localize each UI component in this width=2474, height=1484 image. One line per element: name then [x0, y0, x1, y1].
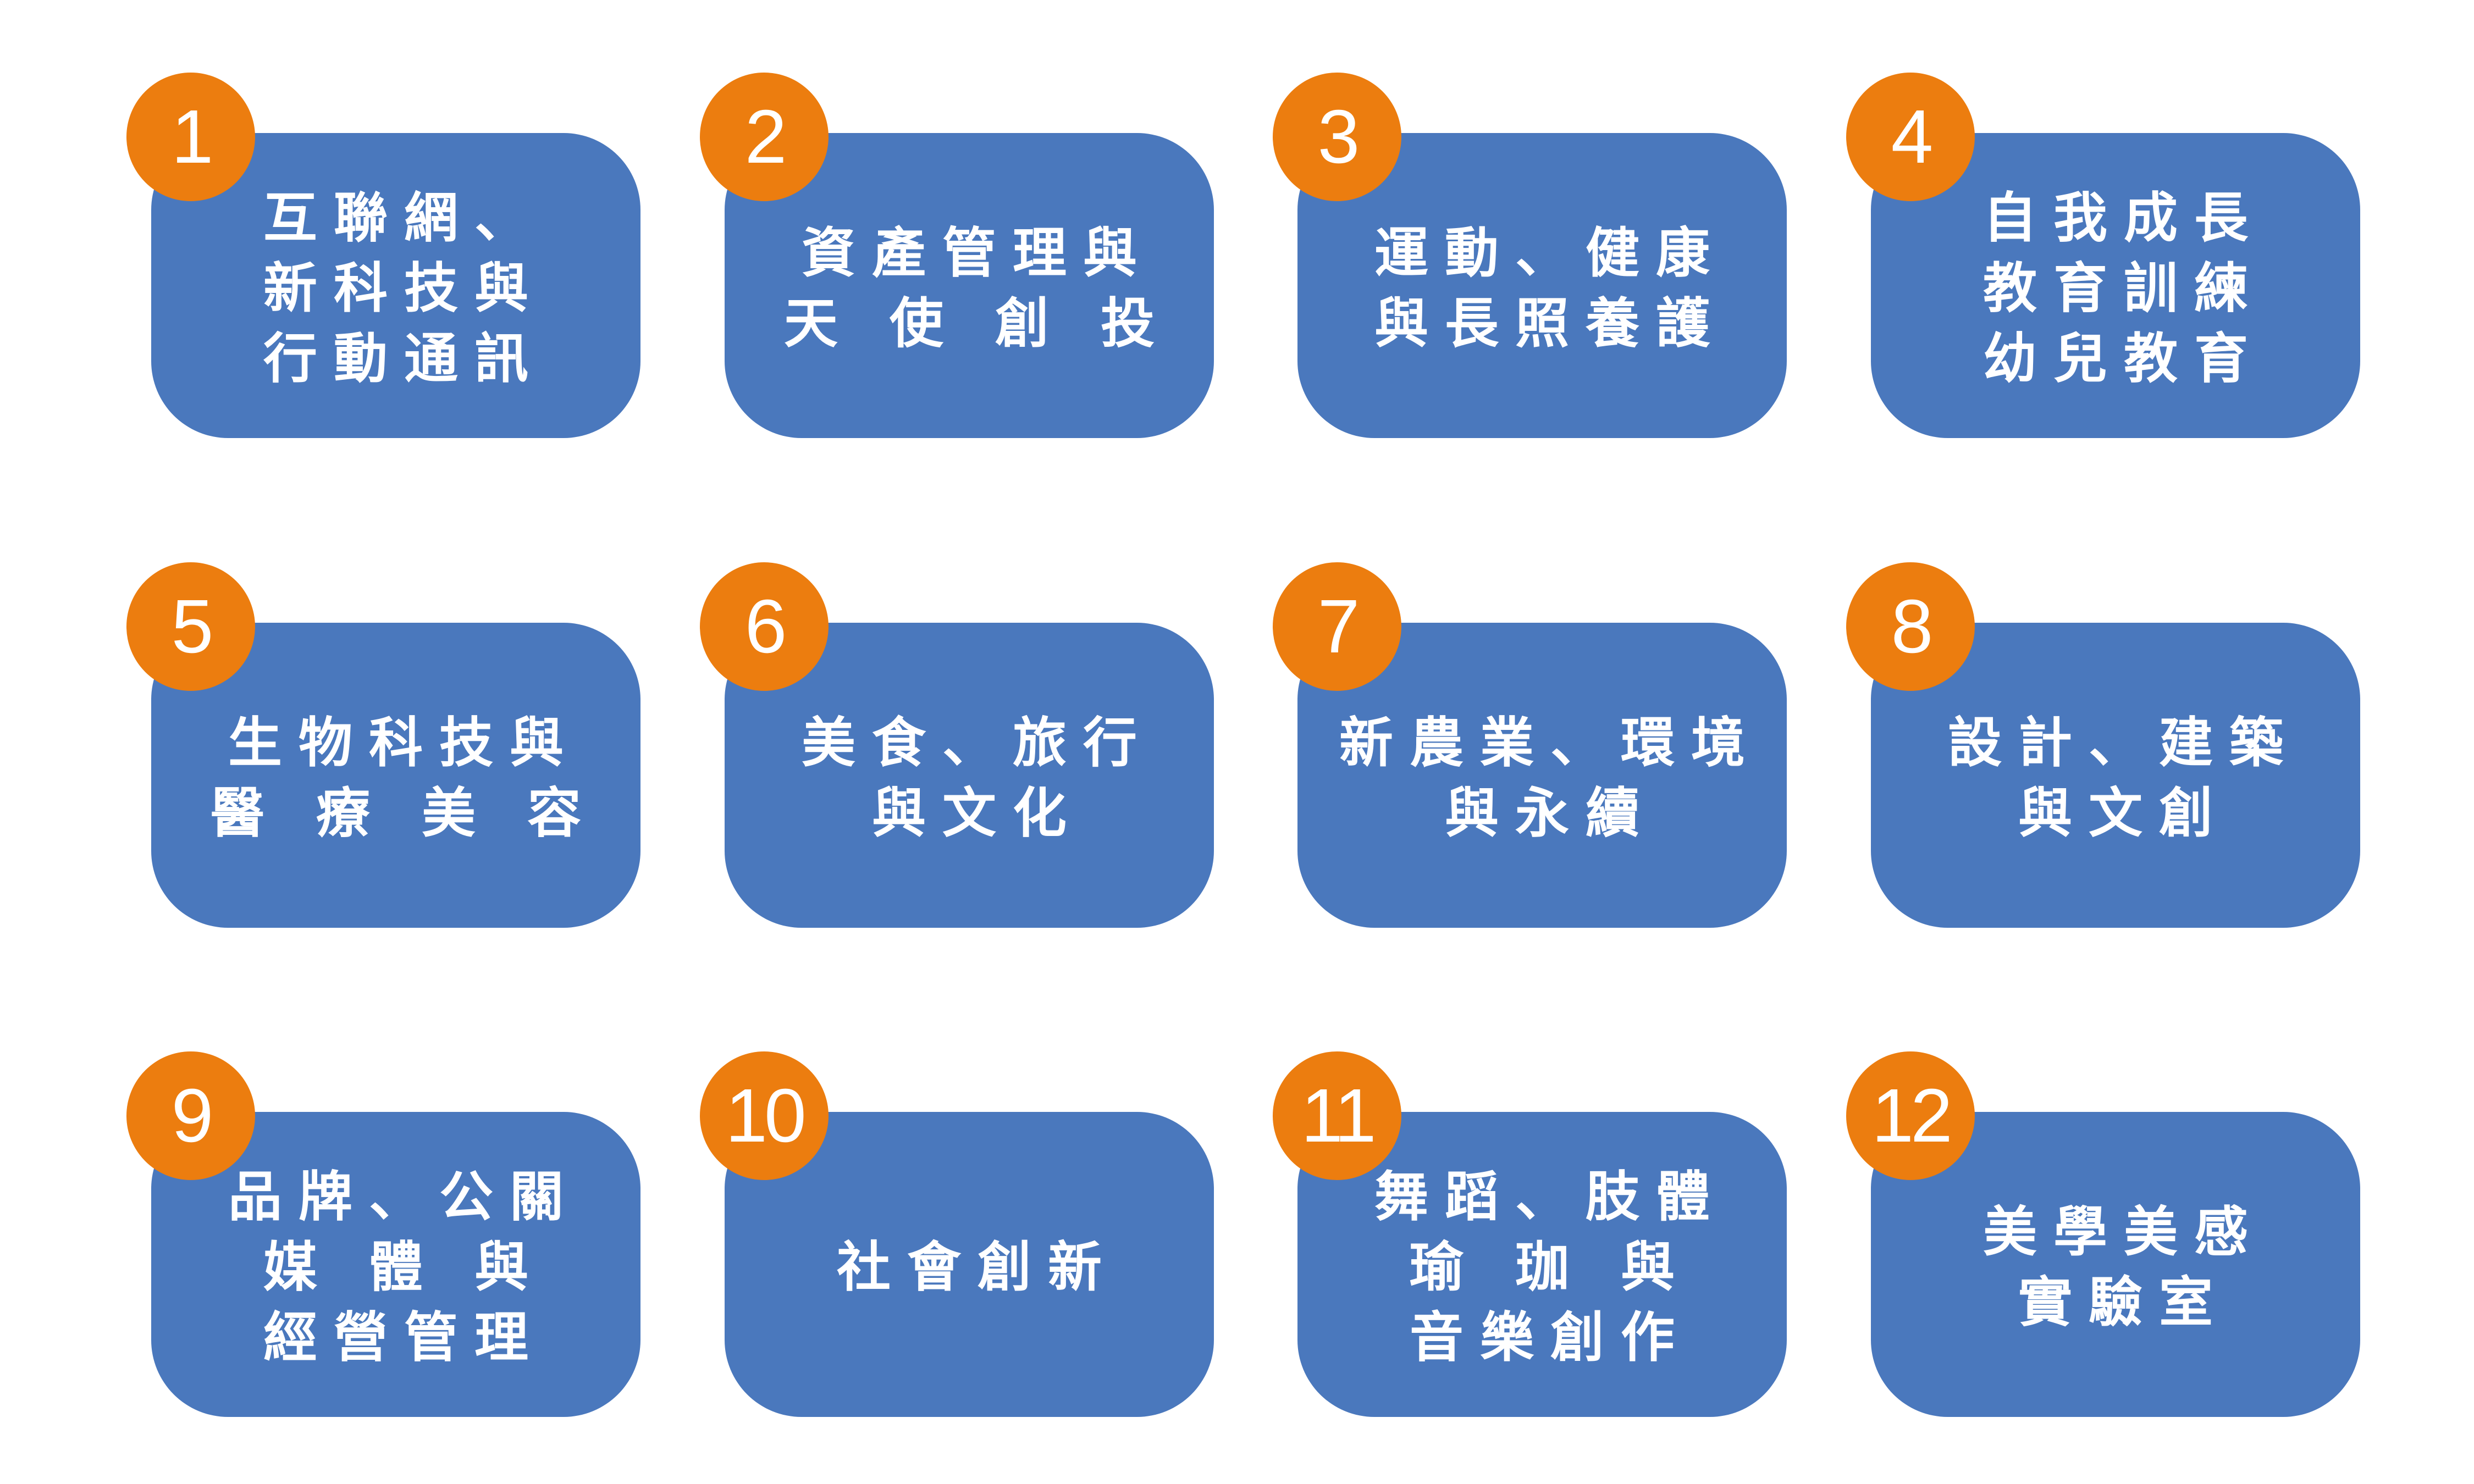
number-badge: 10	[700, 1051, 829, 1180]
category-line: 與永續	[1444, 782, 1656, 845]
category-tile-2: 資產管理與 天 使 創 投 2	[700, 73, 1214, 438]
category-line: 社會創新	[836, 1236, 1118, 1299]
category-line: 行動通訊	[263, 327, 545, 390]
category-line: 新科技與	[263, 257, 545, 320]
number-badge: 2	[700, 73, 829, 201]
number-badge: 11	[1273, 1051, 1401, 1180]
category-line: 與文化	[871, 782, 1083, 845]
category-tile-6: 美食、旅行 與文化 6	[700, 562, 1214, 928]
number-badge: 3	[1273, 73, 1401, 201]
number-badge: 8	[1846, 562, 1975, 691]
category-line: 瑜 珈 與	[1409, 1236, 1692, 1299]
number-badge: 12	[1846, 1051, 1975, 1180]
category-tile-10: 社會創新 10	[700, 1051, 1214, 1417]
category-tile-4: 自我成長 教育訓練 幼兒教育 4	[1846, 73, 2360, 438]
category-tile-3: 運動、健康 與長照養護 3	[1273, 73, 1787, 438]
category-line: 媒 體 與	[263, 1236, 545, 1299]
category-line: 自我成長	[1982, 186, 2265, 250]
category-line: 與長照養護	[1374, 292, 1726, 355]
category-line: 音樂創作	[1409, 1306, 1691, 1369]
category-line: 舞蹈、肢體	[1374, 1165, 1726, 1228]
category-line: 美食、旅行	[801, 711, 1153, 774]
category-tile-12: 美學美感 實驗室 12	[1846, 1051, 2360, 1417]
category-line: 品牌、公關	[228, 1165, 580, 1228]
category-line: 教育訓練	[1982, 257, 2265, 320]
category-tile-9: 品牌、公關 媒 體 與 經營管理 9	[126, 1051, 640, 1417]
category-card: 互聯網、 新科技與 行動通訊	[151, 133, 640, 438]
number-badge: 6	[700, 562, 829, 691]
number-badge: 1	[126, 73, 255, 201]
category-tile-1: 互聯網、 新科技與 行動通訊 1	[126, 73, 640, 438]
category-tile-11: 舞蹈、肢體 瑜 珈 與 音樂創作 11	[1273, 1051, 1787, 1417]
category-line: 天 使 創 投	[783, 292, 1172, 355]
category-line: 經營管理	[263, 1306, 545, 1369]
category-line: 新農業、環境	[1339, 711, 1761, 774]
category-line: 幼兒教育	[1982, 327, 2265, 390]
number-badge: 7	[1273, 562, 1401, 691]
category-line: 與文創	[2018, 782, 2229, 845]
number-badge: 4	[1846, 73, 1975, 201]
category-line: 生物科技與	[228, 711, 580, 774]
category-tile-7: 新農業、環境 與永續 7	[1273, 562, 1787, 928]
number-badge: 5	[126, 562, 255, 691]
category-tile-5: 生物科技與 醫 療 美 容 5	[126, 562, 640, 928]
category-line: 互聯網、	[263, 186, 545, 250]
number-badge: 9	[126, 1051, 255, 1180]
category-line: 醫 療 美 容	[210, 782, 598, 845]
category-line: 實驗室	[2018, 1271, 2229, 1334]
category-line: 運動、健康	[1374, 222, 1726, 285]
category-line: 設計、建築	[1947, 711, 2300, 774]
category-line: 美學美感	[1982, 1200, 2265, 1264]
category-tile-8: 設計、建築 與文創 8	[1846, 562, 2360, 928]
category-line: 資產管理與	[801, 222, 1153, 285]
